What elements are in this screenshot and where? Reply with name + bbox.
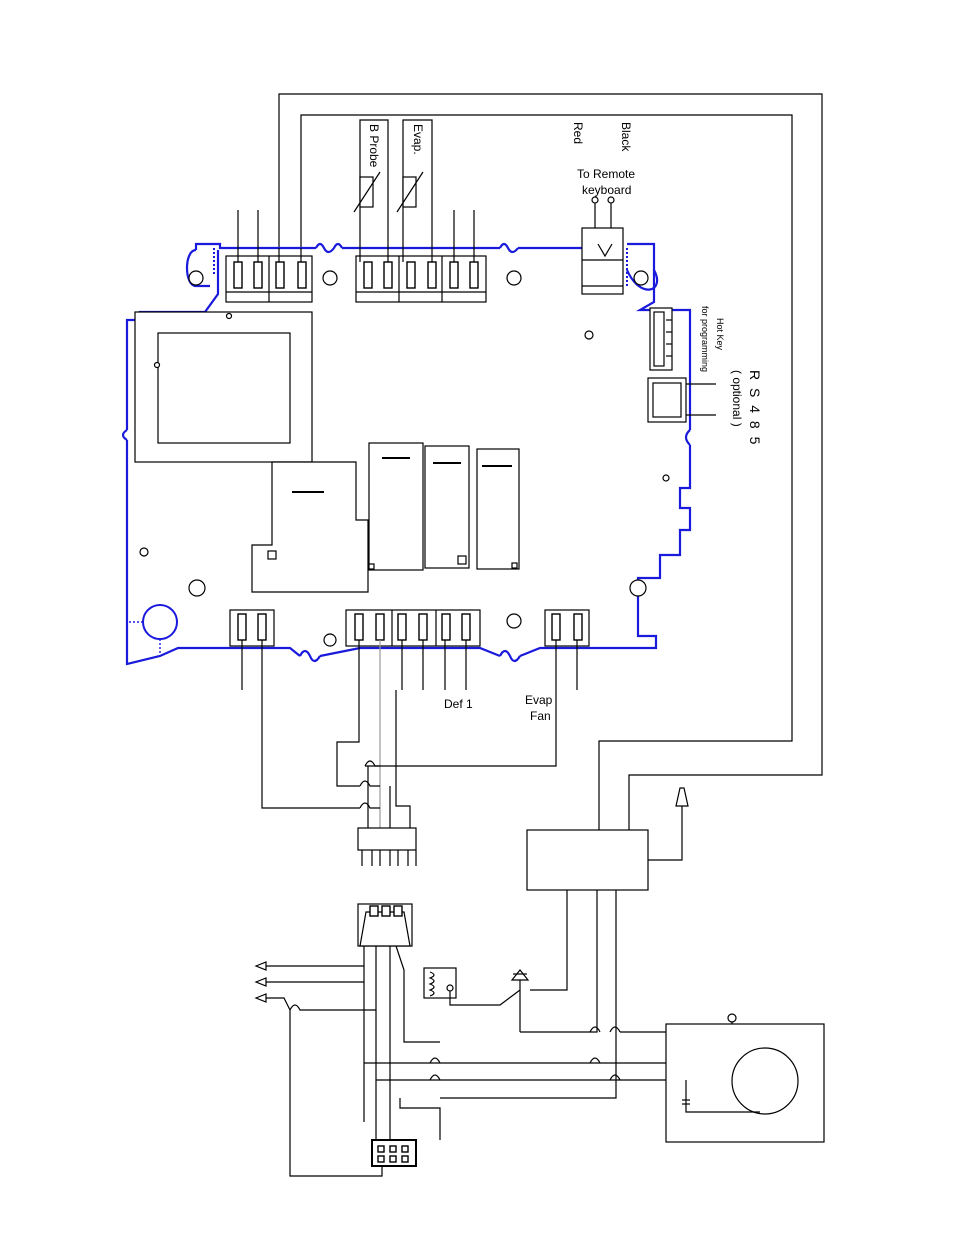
evap-fan-label-2: Fan bbox=[530, 709, 551, 723]
relay-group bbox=[252, 443, 519, 592]
bottom-wires bbox=[242, 640, 577, 828]
black-label: Black bbox=[619, 122, 633, 152]
control-module bbox=[440, 788, 688, 1098]
remote-keyboard-connector bbox=[582, 197, 623, 294]
evap-probe-label: Evap. bbox=[411, 124, 425, 155]
hot-key-label: Hot Key bbox=[715, 318, 725, 351]
to-remote-label: To Remote bbox=[577, 167, 635, 181]
hot-key-connector bbox=[650, 308, 672, 370]
rs485-label: R S 4 8 5 bbox=[747, 370, 763, 446]
coil-relay bbox=[424, 968, 528, 1032]
bottom-connector bbox=[372, 1140, 416, 1166]
red-label: Red bbox=[571, 122, 585, 144]
male-plug bbox=[358, 828, 416, 866]
optional-label: ( optional ) bbox=[730, 370, 744, 427]
keyboard-label: keyboard bbox=[582, 183, 631, 197]
b-probe-label: B Probe bbox=[367, 124, 381, 168]
for-programming-label: for programming bbox=[700, 306, 710, 372]
transformer bbox=[135, 312, 312, 462]
top-terminal-block-left bbox=[226, 256, 312, 302]
bottom-terminal-block-left bbox=[230, 610, 274, 646]
evap-fan-label-1: Evap bbox=[525, 693, 553, 707]
female-plug bbox=[358, 904, 440, 1140]
rs485-connector bbox=[648, 378, 716, 422]
top-wires bbox=[238, 210, 474, 262]
left-terminals bbox=[256, 962, 382, 1176]
bottom-terminal-block-middle bbox=[346, 610, 480, 646]
evap-fan-motor bbox=[666, 1024, 824, 1142]
def1-label: Def 1 bbox=[444, 697, 473, 711]
top-terminal-block-middle bbox=[356, 256, 486, 302]
bottom-terminal-block-right bbox=[545, 610, 589, 646]
